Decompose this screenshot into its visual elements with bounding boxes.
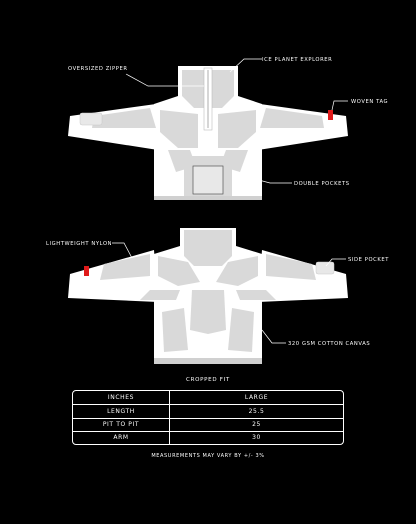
callout-line-woven-tag — [331, 100, 348, 111]
jacket-back-view — [68, 228, 348, 364]
callout-lines — [112, 58, 348, 344]
label-cotton-canvas: 320 GSM COTTON CANVAS — [288, 341, 370, 347]
size-row-label: ARM — [73, 431, 170, 444]
back-center-panel — [190, 290, 226, 334]
back-side-pocket — [315, 261, 335, 275]
back-sleeve-panel-right — [266, 254, 316, 280]
label-ice-planet-explorer: ICE PLANET EXPLORER — [262, 57, 332, 63]
nylon-tag — [84, 266, 89, 276]
back-shoulder-panel-right — [216, 256, 258, 286]
size-row-label: LENGTH — [73, 405, 170, 418]
size-header-value: LARGE — [244, 394, 269, 402]
size-row-value: 30 — [252, 434, 261, 442]
callout-line-canvas — [261, 329, 286, 344]
back-cuff-panel-right — [236, 290, 276, 300]
front-sleeve-panel-right — [260, 108, 324, 128]
callout-line-explorer — [229, 58, 262, 73]
label-oversized-zipper: OVERSIZED ZIPPER — [68, 66, 128, 72]
back-shoulder-panel-left — [158, 256, 200, 286]
woven-tag — [328, 110, 333, 120]
size-table-row: LENGTH 25.5 — [73, 404, 343, 418]
front-hem — [154, 196, 262, 200]
callout-line-nylon — [112, 242, 133, 259]
label-double-pockets: DOUBLE POCKETS — [294, 181, 350, 187]
callout-line-zipper — [125, 73, 204, 87]
size-row-value: 25 — [252, 421, 261, 429]
front-pocket-flap — [192, 165, 224, 195]
front-chest-panel-right — [218, 110, 256, 148]
label-lightweight-nylon: LIGHTWEIGHT NYLON — [46, 241, 112, 247]
back-sleeve-panel-left — [100, 254, 150, 280]
back-cuff-panel-left — [140, 290, 180, 300]
back-lower-panel-right — [228, 308, 254, 352]
front-sleeve-pocket — [79, 112, 103, 126]
size-table-row: PIT TO PIT 25 — [73, 417, 343, 431]
jacket-front-view — [68, 66, 348, 200]
measurement-note: MEASUREMENTS MAY VARY BY +/- 3% — [151, 453, 265, 459]
fit-title: CROPPED FIT — [186, 377, 230, 383]
label-woven-tag: WOVEN TAG — [351, 99, 388, 105]
callout-line-pockets — [235, 173, 292, 184]
callout-line-side-pocket — [325, 258, 346, 267]
back-collar-panel — [184, 230, 232, 266]
size-row-label: PIT TO PIT — [73, 418, 170, 431]
label-side-pocket: SIDE POCKET — [348, 257, 389, 263]
back-hem — [154, 358, 262, 364]
size-header-label: INCHES — [73, 391, 170, 405]
size-table: INCHES LARGE LENGTH 25.5 PIT TO PIT 25 A… — [72, 390, 344, 445]
size-table-header-row: INCHES LARGE — [73, 391, 343, 405]
size-row-value: 25.5 — [248, 407, 265, 415]
front-sleeve-panel-left — [92, 108, 156, 128]
back-lower-panel-left — [162, 308, 188, 352]
size-table-row: ARM 30 — [73, 430, 343, 444]
front-chest-panel-left — [160, 110, 198, 148]
